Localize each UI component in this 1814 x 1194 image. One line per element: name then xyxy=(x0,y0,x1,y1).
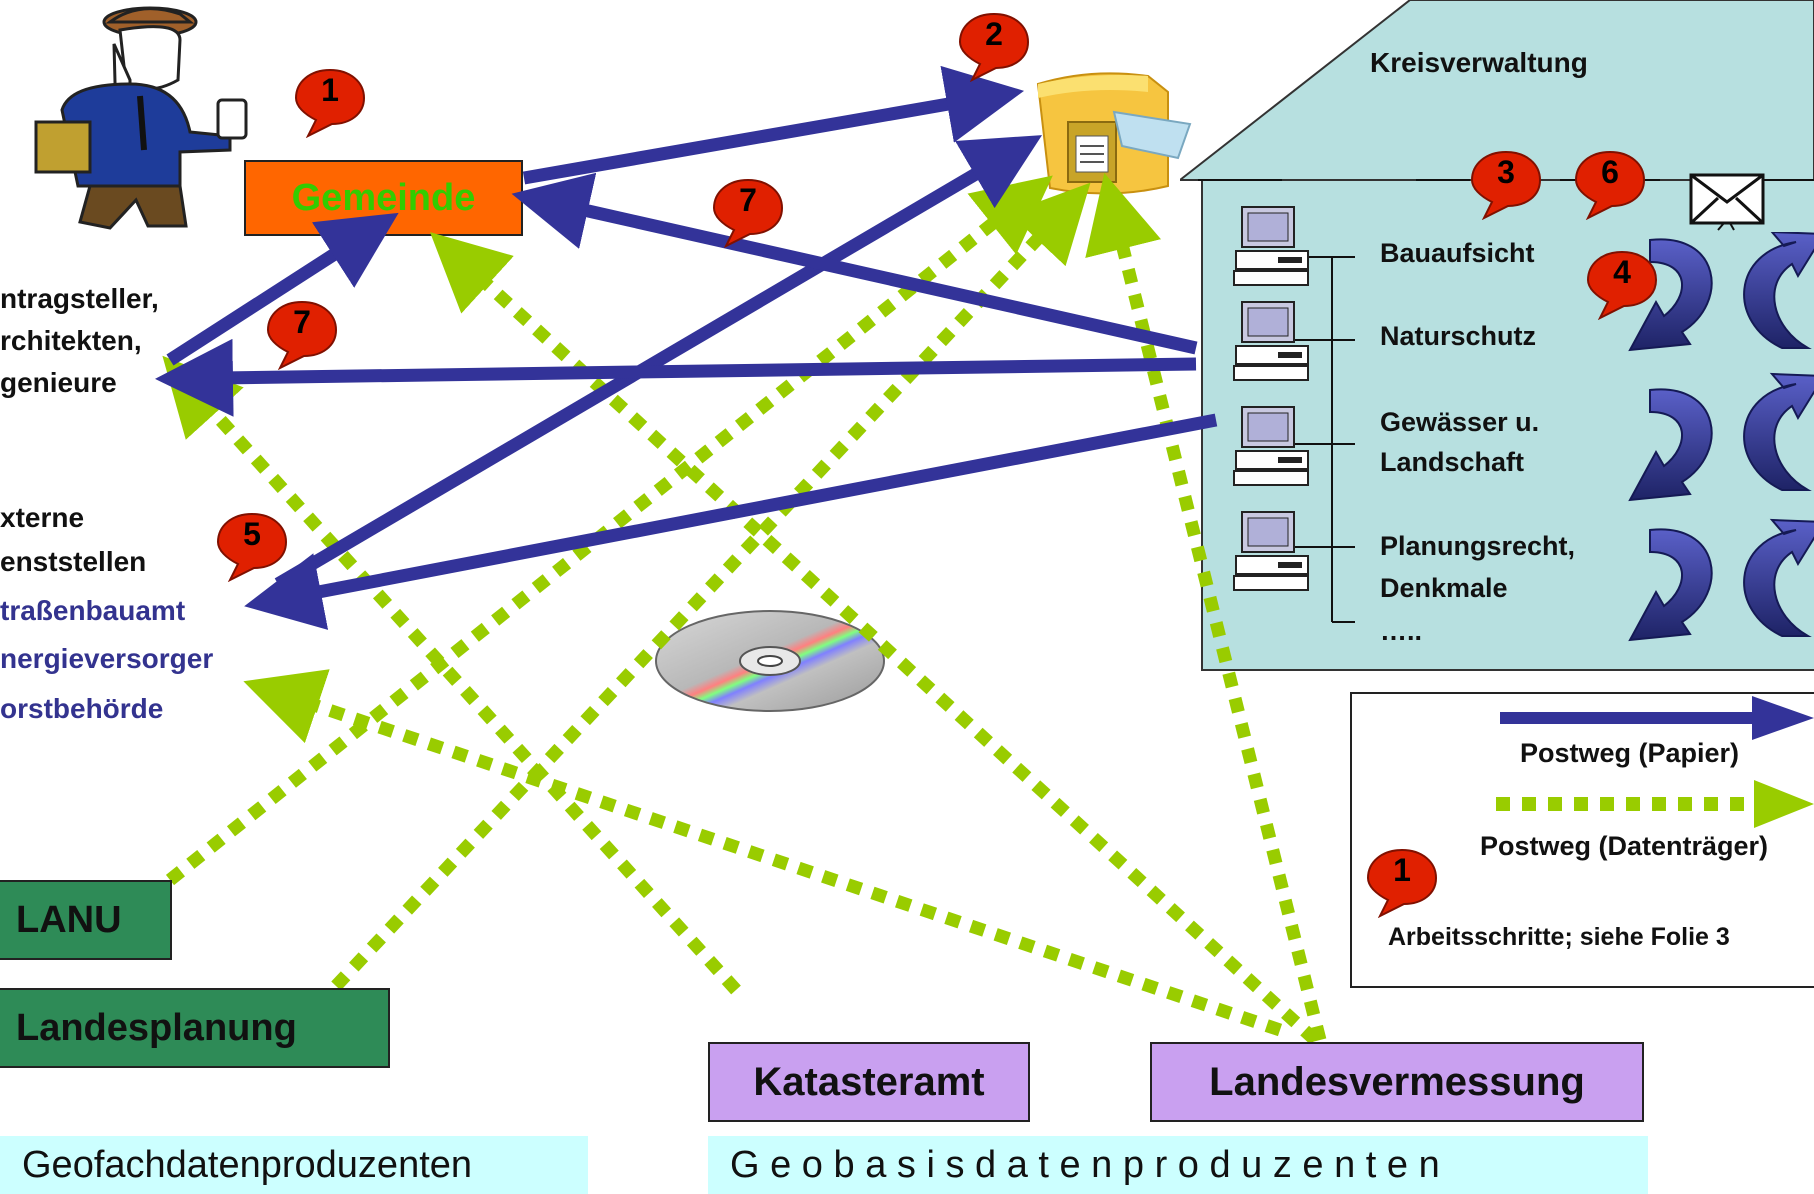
legend-steps-label: Arbeitsschritte; siehe Folie 3 xyxy=(1388,923,1730,951)
legend-paper-arrow xyxy=(1500,696,1814,740)
envelope-icon xyxy=(1689,173,1765,231)
dept-more: ….. xyxy=(1380,616,1423,646)
dept-gewaesser: Gewässer u. Landschaft xyxy=(1380,407,1540,477)
legend-media-arrow xyxy=(1496,780,1814,828)
step-badge: 7 xyxy=(712,176,784,249)
step-badge: 1 xyxy=(294,66,366,139)
computer-icon xyxy=(1233,511,1309,591)
step-badge: 3 xyxy=(1470,148,1542,221)
applicant-label: ntragsteller, rchitekten, genieure xyxy=(0,283,159,398)
external-item-forstbehoerde: orstbehörde xyxy=(0,693,164,724)
landesplanung-label: Landesplanung xyxy=(16,1006,297,1049)
media-routes xyxy=(162,172,1327,1045)
mailbox-icon xyxy=(1036,72,1192,195)
computer-icon xyxy=(1233,206,1309,286)
external-item-strassenbauamt: traßenbauamt xyxy=(0,595,186,626)
worker-icon xyxy=(34,6,248,230)
step-badge: 4 xyxy=(1586,248,1658,321)
legend-box xyxy=(1350,692,1814,988)
legend-paper-label: Postweg (Papier) xyxy=(1520,738,1740,768)
step-badge: 6 xyxy=(1574,148,1646,221)
landesvermessung-box: Landesvermessung xyxy=(1150,1042,1644,1122)
dept-planungsrecht: Planungsrecht, Denkmale xyxy=(1380,531,1576,603)
legend-step-badge: 1 xyxy=(1366,846,1438,919)
geobasis-label: G e o b a s i s d a t e n p r o d u z e … xyxy=(730,1143,1440,1186)
lanu-box: LANU xyxy=(0,880,172,960)
geofach-band: Geofachdatenproduzenten xyxy=(0,1136,588,1194)
step-badge: 5 xyxy=(216,510,288,583)
lanu-label: LANU xyxy=(16,898,122,941)
house-title: Kreisverwaltung xyxy=(1370,47,1588,78)
cd-icon xyxy=(655,610,885,712)
computer-icon xyxy=(1233,406,1309,486)
computer-icon xyxy=(1233,301,1309,381)
dept-bauaufsicht: Bauaufsicht xyxy=(1380,238,1535,268)
geobasis-band: G e o b a s i s d a t e n p r o d u z e … xyxy=(708,1136,1648,1194)
legend-media-label: Postweg (Datenträger) xyxy=(1480,831,1769,861)
paper-routes xyxy=(155,65,1218,630)
gemeinde-label: Gemeinde xyxy=(291,176,476,219)
external-item-energieversorger: nergieversorger xyxy=(0,643,214,674)
katasteramt-box: Katasteramt xyxy=(708,1042,1030,1122)
landesplanung-box: Landesplanung xyxy=(0,988,390,1068)
step-badge: 7 xyxy=(266,298,338,371)
dept-naturschutz: Naturschutz xyxy=(1380,321,1537,351)
geofach-label: Geofachdatenproduzenten xyxy=(22,1143,473,1186)
landesvermessung-label: Landesvermessung xyxy=(1209,1059,1585,1104)
step-badge: 2 xyxy=(958,10,1030,83)
external-heading: xterne enststellen xyxy=(0,502,147,577)
katasteramt-label: Katasteramt xyxy=(753,1059,985,1104)
